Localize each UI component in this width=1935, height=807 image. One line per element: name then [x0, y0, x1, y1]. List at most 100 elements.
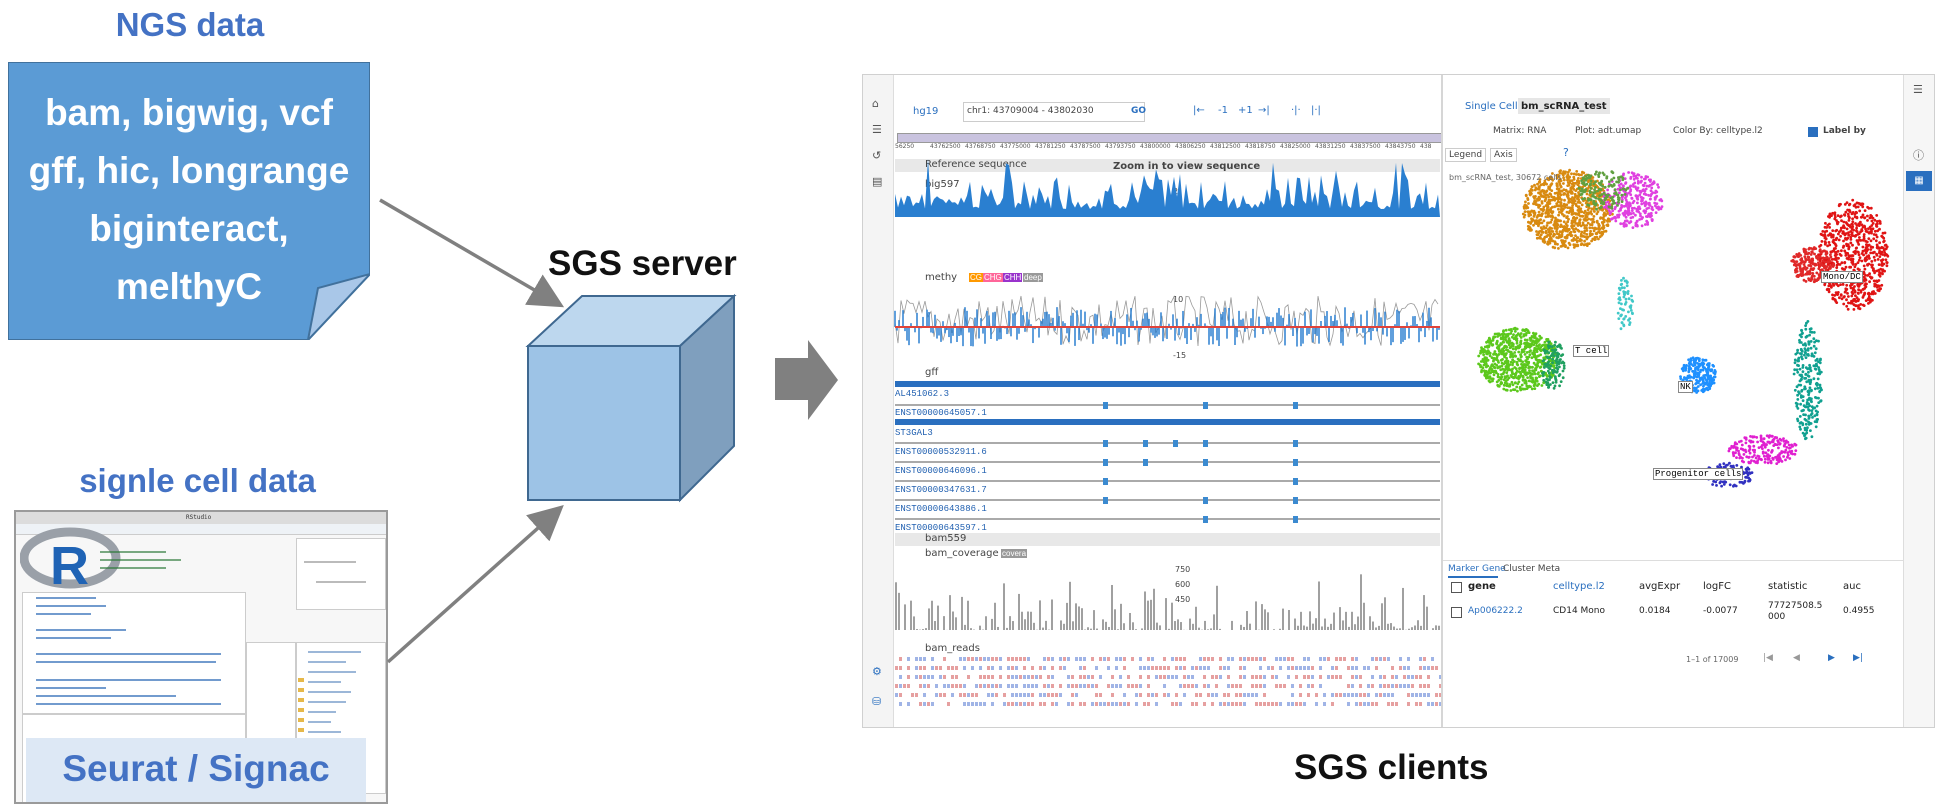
- umap-cell-point: [1702, 374, 1706, 378]
- read-mark: [1203, 657, 1206, 661]
- zoom-in-button[interactable]: ·|·: [1291, 105, 1301, 116]
- umap-cell-point: [1532, 211, 1536, 215]
- umap-cell-point: [1576, 201, 1580, 204]
- sc-matrix-select[interactable]: Matrix: RNA: [1493, 126, 1547, 136]
- umap-cell-point: [1806, 374, 1810, 377]
- umap-cell-point: [1835, 228, 1839, 232]
- umap-cell-point: [1643, 177, 1646, 181]
- umap-cell-point: [1608, 203, 1611, 207]
- umap-cell-point: [1616, 311, 1620, 315]
- umap-cell-point: [1815, 357, 1819, 361]
- nav-plus-button[interactable]: +1: [1238, 105, 1253, 116]
- umap-cell-point: [1733, 441, 1737, 445]
- umap-cell-point: [1537, 230, 1541, 234]
- read-mark: [1099, 693, 1102, 697]
- methy-scale-top: 10: [1173, 295, 1184, 304]
- nav-last-button[interactable]: →|: [1258, 105, 1270, 116]
- gff-track-label[interactable]: gff: [925, 367, 939, 378]
- umap-cell-point: [1572, 246, 1576, 249]
- genome-select[interactable]: hg19: [913, 106, 939, 117]
- umap-cell-point: [1812, 377, 1816, 381]
- umap-cell-point: [1804, 250, 1808, 254]
- umap-cell-point: [1640, 202, 1644, 206]
- umap-cell-point: [1806, 353, 1810, 356]
- read-mark: [1195, 693, 1198, 697]
- nav-first-button[interactable]: |←: [1193, 105, 1205, 116]
- read-mark: [899, 693, 902, 697]
- sc-colorby-select[interactable]: Color By: celltype.l2: [1673, 126, 1763, 136]
- umap-cell-point: [1766, 440, 1770, 444]
- umap-cell-point: [1620, 302, 1623, 306]
- methy-track-label[interactable]: methy: [925, 272, 958, 283]
- axis-button[interactable]: Axis: [1490, 148, 1517, 162]
- nav-minus-button[interactable]: -1: [1218, 105, 1228, 116]
- read-mark: [1299, 693, 1302, 697]
- bam-reads-label[interactable]: bam_reads: [925, 643, 980, 654]
- umap-cell-point: [1747, 444, 1751, 448]
- umap-cell-point: [1784, 448, 1788, 452]
- umap-cell-point: [1753, 448, 1756, 452]
- umap-cell-point: [1539, 218, 1542, 222]
- read-mark: [1087, 684, 1090, 688]
- umap-cell-point: [1827, 215, 1830, 218]
- umap-cell-point: [1747, 449, 1751, 453]
- umap-cell-point: [1547, 230, 1551, 234]
- umap-cell-point: [1507, 376, 1511, 380]
- ref-track-label[interactable]: Reference sequence: [925, 159, 1027, 170]
- zoom-out-button[interactable]: |·|: [1311, 105, 1321, 116]
- read-mark: [1319, 657, 1322, 661]
- legend-button[interactable]: Legend: [1445, 148, 1487, 162]
- umap-cell-point: [1799, 394, 1803, 397]
- umap-cell-point: [1845, 238, 1848, 241]
- umap-cell-point: [1687, 358, 1690, 362]
- umap-cell-point: [1562, 361, 1566, 365]
- go-button[interactable]: GO: [1131, 106, 1147, 116]
- bam-track-label[interactable]: bam559: [925, 533, 967, 544]
- read-mark: [1139, 693, 1142, 697]
- sc-breadcrumb[interactable]: Single Cell: [1465, 101, 1518, 112]
- umap-cell-point: [1644, 223, 1647, 226]
- coverage-bar: [1432, 628, 1434, 630]
- umap-cell-point: [1507, 384, 1511, 388]
- umap-cell-point: [1805, 266, 1809, 270]
- umap-cell-point: [1597, 237, 1600, 241]
- umap-cell-point: [1589, 174, 1593, 178]
- umap-cell-point: [1548, 237, 1551, 241]
- umap-cell-point: [1817, 267, 1821, 270]
- label-by-checkbox[interactable]: [1808, 127, 1818, 137]
- bam-coverage-label[interactable]: bam_coverage: [925, 548, 999, 559]
- read-mark: [1439, 702, 1442, 706]
- read-mark: [1123, 693, 1126, 697]
- report-icon[interactable]: ▤: [872, 175, 883, 188]
- umap-cell-point: [1861, 205, 1865, 209]
- umap-cell-point: [1543, 351, 1547, 355]
- umap-cell-point: [1533, 351, 1536, 354]
- umap-cell-point: [1622, 172, 1625, 176]
- umap-cell-point: [1731, 446, 1735, 449]
- umap-cell-point: [1613, 207, 1617, 211]
- coverage-bar: [979, 625, 981, 630]
- umap-cell-point: [1728, 461, 1731, 465]
- home-icon[interactable]: ⌂: [872, 97, 879, 110]
- read-mark: [1391, 666, 1394, 670]
- sc-plot-select[interactable]: Plot: adt.umap: [1575, 126, 1642, 136]
- read-mark: [1411, 675, 1414, 679]
- settings-icon[interactable]: ⚙: [872, 665, 882, 678]
- list-icon[interactable]: ☰: [872, 123, 882, 136]
- sc-dataset-select[interactable]: [1518, 98, 1610, 114]
- database-icon[interactable]: ⛁: [872, 695, 882, 708]
- history-icon[interactable]: ↺: [872, 149, 882, 162]
- umap-cell-point: [1556, 345, 1559, 348]
- umap-cell-point: [1852, 303, 1856, 307]
- umap-cell-point: [1533, 188, 1537, 192]
- umap-cell-point: [1709, 375, 1712, 379]
- read-mark: [1011, 693, 1014, 697]
- umap-cell-point: [1581, 197, 1584, 201]
- umap-cell-point: [1759, 457, 1763, 461]
- locus-input[interactable]: [963, 102, 1145, 122]
- umap-cell-point: [1570, 221, 1574, 225]
- bigwig-track-label[interactable]: big597: [925, 179, 960, 190]
- coverage-bar: [1411, 627, 1413, 630]
- umap-cell-point: [1529, 188, 1533, 191]
- umap-cell-point: [1858, 209, 1862, 213]
